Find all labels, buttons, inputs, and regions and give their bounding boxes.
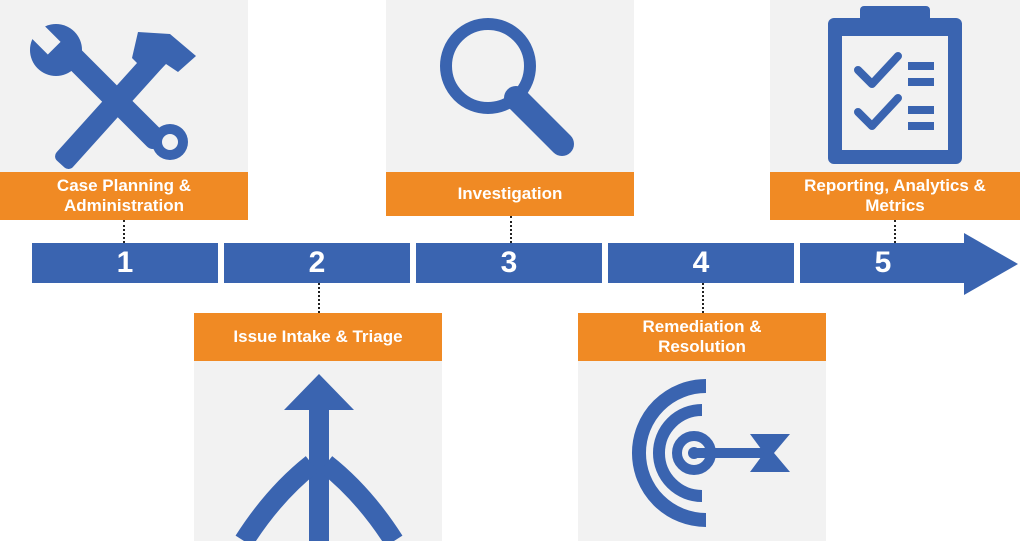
step-1-label: Case Planning & Administration [0,172,248,220]
step-2-label: Issue Intake & Triage [194,313,442,361]
timeline-segment-4: 4 [608,243,794,283]
timeline-segment-5: 5 [800,243,966,283]
step-5-connector [894,220,896,243]
tools-icon [29,23,196,169]
target-icon [632,379,790,527]
step-4-connector [702,283,704,313]
timeline-arrow-head-icon [964,233,1018,295]
checklist-clipboard-icon [828,6,962,164]
step-3-label: Investigation [386,172,634,216]
merging-arrow-icon [235,374,403,541]
step-3-connector [510,216,512,243]
step-2-connector [318,283,320,313]
step-5-label: Reporting, Analytics & Metrics [770,172,1020,220]
magnifying-glass-icon [440,18,574,156]
timeline-segment-1: 1 [32,243,218,283]
timeline-segment-2: 2 [224,243,410,283]
timeline-segment-3: 3 [416,243,602,283]
step-1-connector [123,220,125,243]
step-4-label: Remediation & Resolution [578,313,826,361]
